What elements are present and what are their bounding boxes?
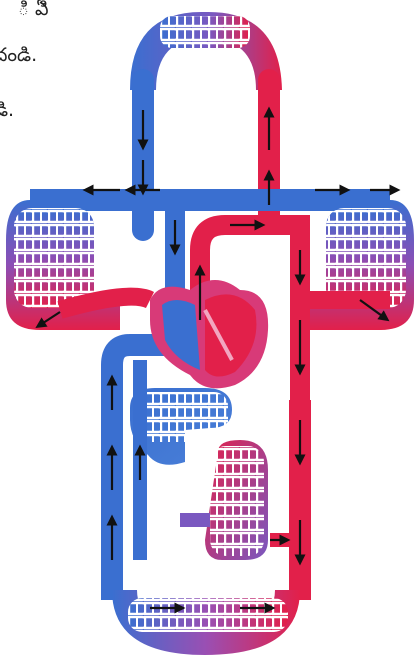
right-capillary-bed — [300, 200, 414, 330]
bottom-capillary-bed — [112, 590, 300, 655]
kidney-capillary-bed — [180, 440, 300, 560]
heart — [150, 280, 268, 388]
vessel-red-left-out — [60, 297, 150, 310]
